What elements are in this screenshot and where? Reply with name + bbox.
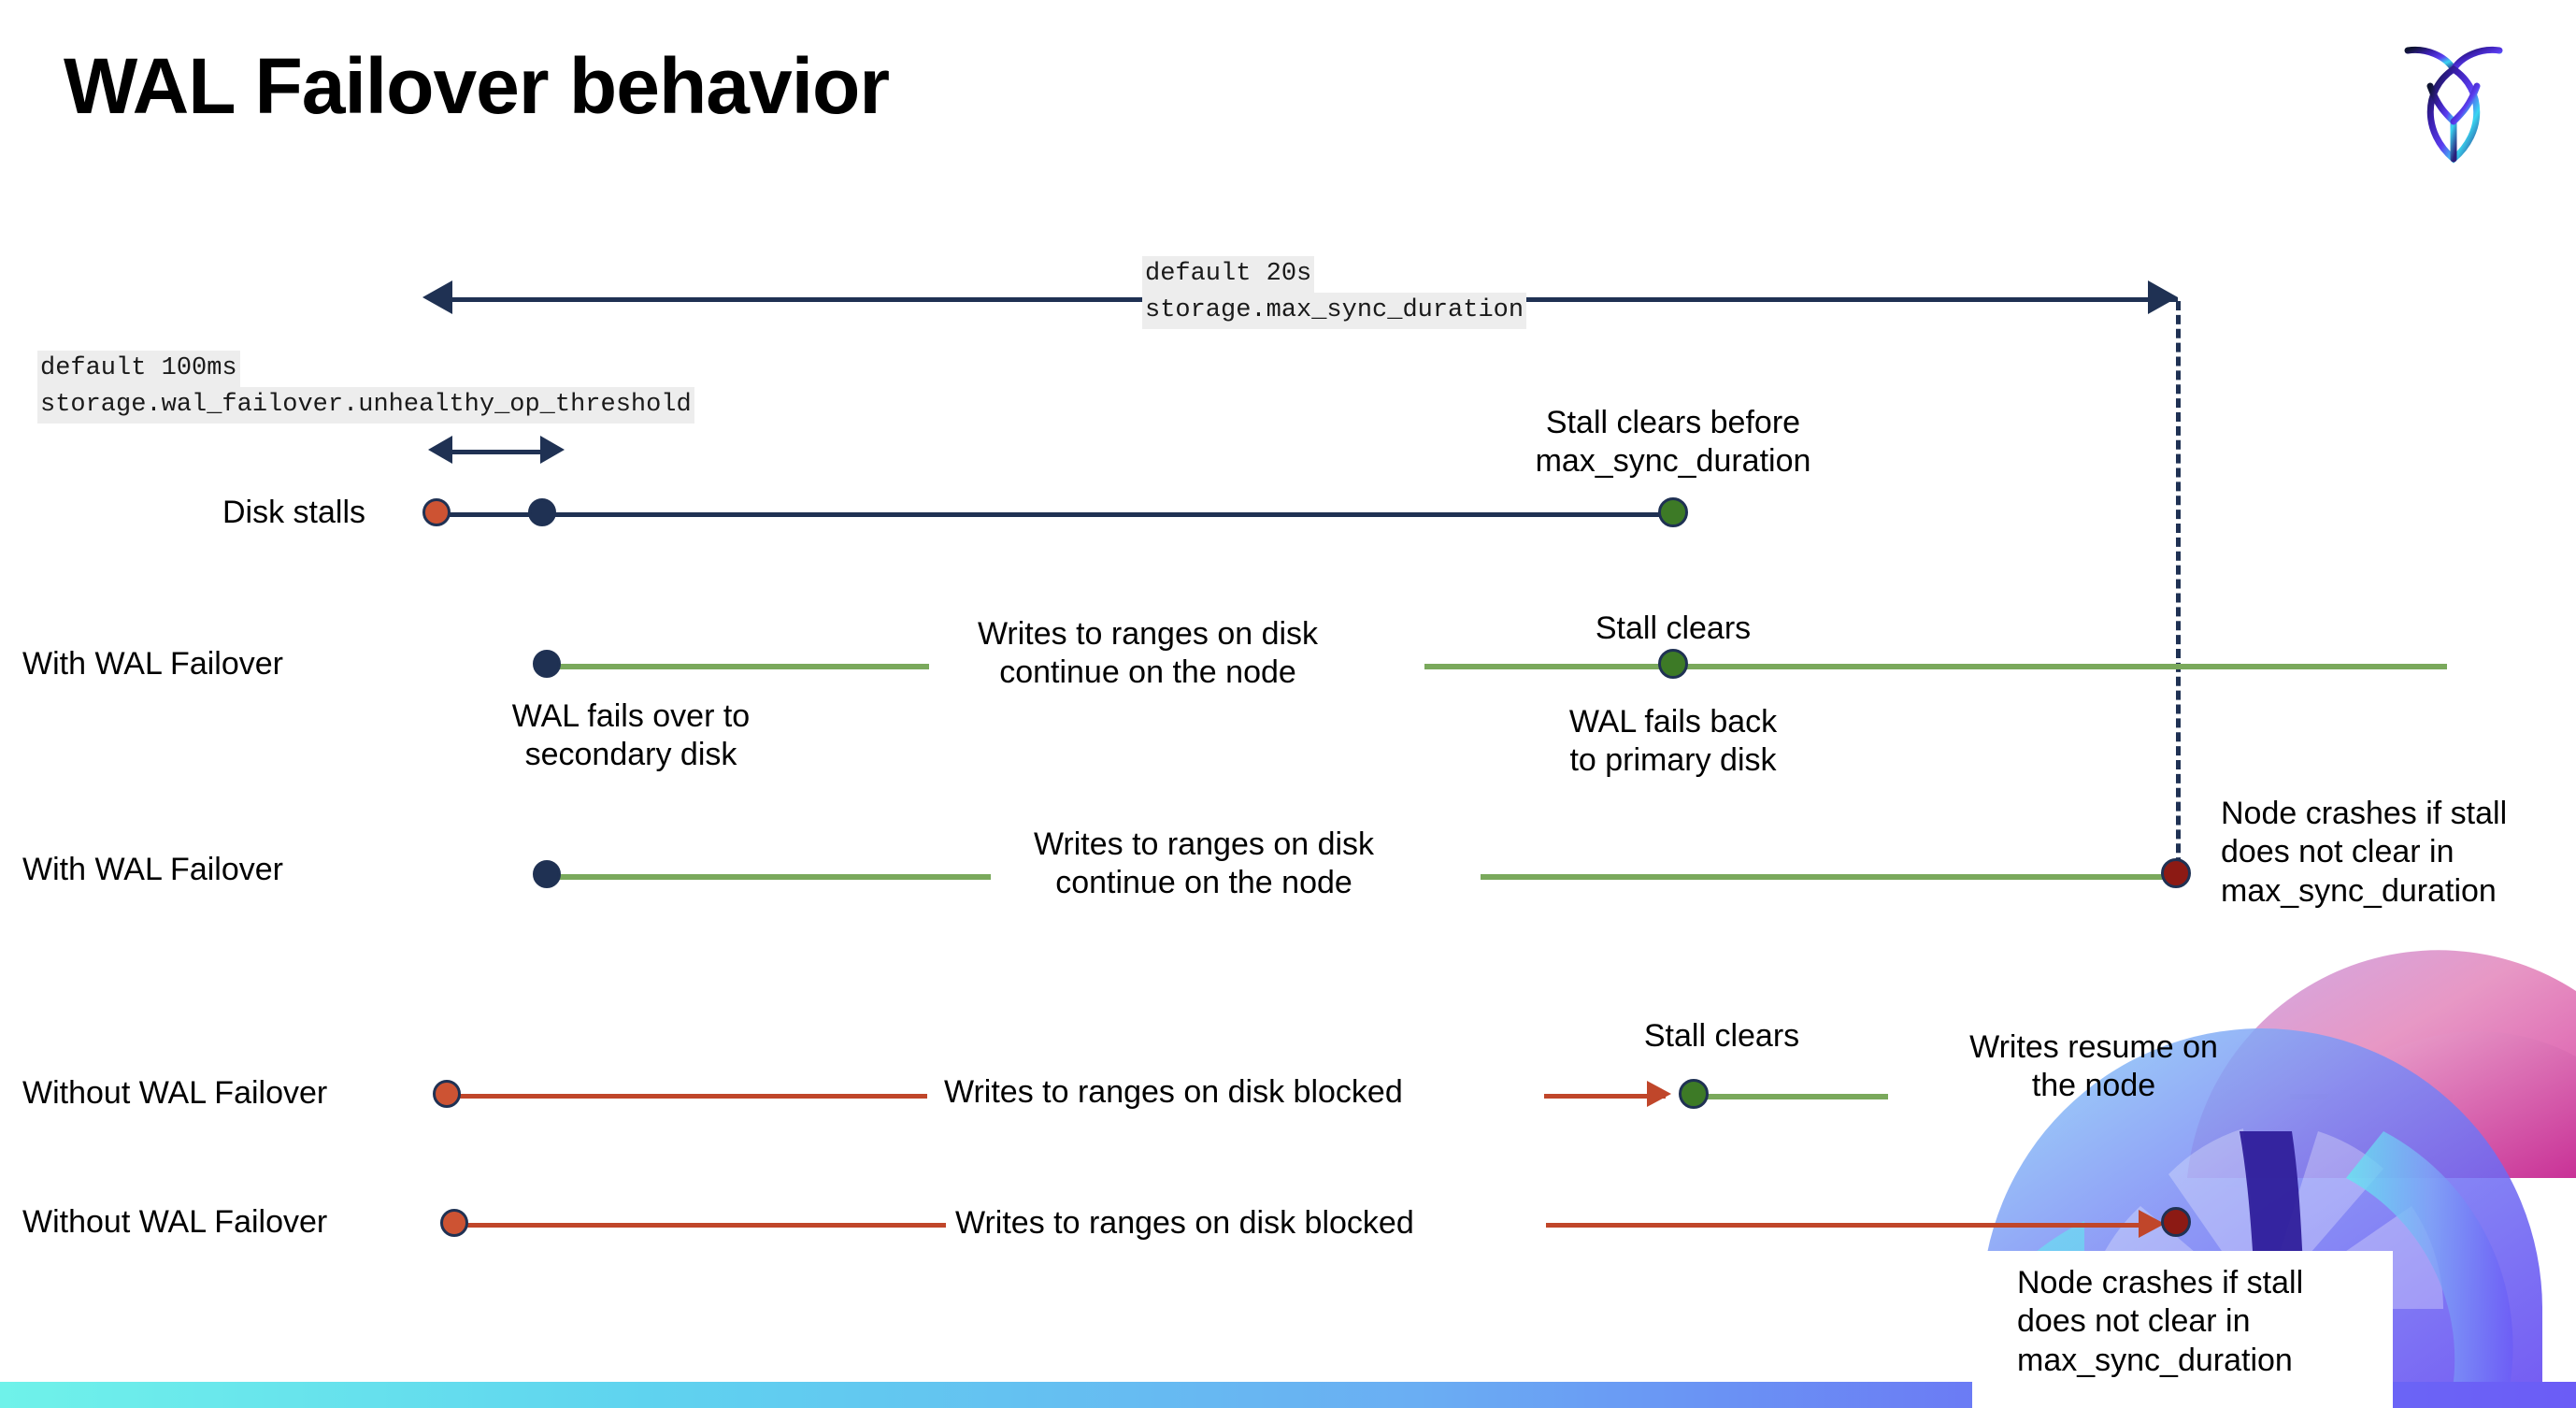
- max-sync-default-label: default 20s: [1142, 256, 1315, 294]
- row-label-with-wal-failover-1: With WAL Failover: [22, 646, 283, 682]
- page-title: WAL Failover behavior: [64, 42, 890, 130]
- row-label-disk-stalls: Disk stalls: [222, 495, 366, 530]
- wal-failover-1-line-segment-a: [548, 664, 929, 669]
- unhealthy-default-label: default 100ms: [37, 351, 240, 388]
- max-sync-left-arrowhead: [422, 280, 452, 314]
- unhealthy-left-arrowhead: [428, 436, 452, 464]
- note-writes-blocked-2: Writes to ranges on disk blocked: [955, 1205, 1414, 1241]
- note-node-crashes-2-text: Node crashes if stall does not clear in …: [2017, 1265, 2304, 1378]
- wal-failover-2-line-segment-b: [1481, 874, 2172, 880]
- note-writes-continue-2: Writes to ranges on disk continue on the…: [1033, 826, 1375, 901]
- note-stall-clears-before: Stall clears before max_sync_duration: [1535, 405, 1811, 480]
- without-wal-2-crash-dot: [2161, 1207, 2191, 1237]
- max-sync-duration-annotation: default 20s storage.max_sync_duration: [1142, 256, 1527, 330]
- without-wal-2-start-dot: [440, 1209, 468, 1237]
- without-wal-2-red-segment-b: [1546, 1223, 2155, 1228]
- note-writes-resume: Writes resume on the node: [1969, 1029, 2218, 1104]
- row-label-without-wal-failover-1: Without WAL Failover: [22, 1075, 328, 1111]
- without-wal-1-stall-clears-dot: [1679, 1079, 1709, 1109]
- disk-stall-detected-dot: [528, 498, 556, 526]
- note-wal-fails-over: WAL fails over to secondary disk: [511, 698, 751, 773]
- disk-stall-clears-dot: [1658, 497, 1688, 527]
- disk-stalls-timeline: [437, 512, 1671, 517]
- max-sync-dropline: [2176, 301, 2181, 881]
- without-wal-1-red-segment-a: [451, 1094, 927, 1099]
- note-wal-fails-back: WAL fails back to primary disk: [1568, 704, 1778, 779]
- unhealthy-threshold-span-line: [447, 450, 546, 454]
- disk-stall-start-dot: [422, 498, 451, 526]
- wal-failover-1-line-segment-b: [1424, 664, 2447, 669]
- wal-failover-2-crash-dot: [2161, 858, 2191, 888]
- without-wal-2-arrowhead: [2139, 1210, 2165, 1238]
- without-wal-1-green-segment: [1694, 1094, 1888, 1099]
- unhealthy-threshold-annotation: default 100ms storage.wal_failover.unhea…: [37, 351, 694, 424]
- max-sync-right-arrowhead: [2148, 280, 2178, 314]
- unhealthy-setting-label: storage.wal_failover.unhealthy_op_thresh…: [37, 387, 694, 424]
- note-stall-clears-2: Stall clears: [1643, 1018, 1800, 1054]
- note-writes-blocked-1: Writes to ranges on disk blocked: [944, 1074, 1403, 1110]
- wal-failover-1-stall-clears-dot: [1658, 649, 1688, 679]
- note-stall-clears-1: Stall clears: [1595, 611, 1752, 646]
- without-wal-2-red-segment-a: [460, 1223, 946, 1228]
- row-label-with-wal-failover-2: With WAL Failover: [22, 852, 283, 887]
- without-wal-1-arrowhead: [1647, 1081, 1671, 1107]
- without-wal-1-red-segment-b: [1544, 1094, 1666, 1099]
- note-writes-continue-1: Writes to ranges on disk continue on the…: [977, 616, 1319, 691]
- row-label-without-wal-failover-2: Without WAL Failover: [22, 1204, 328, 1240]
- without-wal-1-start-dot: [433, 1080, 461, 1108]
- note-node-crashes-1: Node crashes if stall does not clear in …: [2221, 796, 2508, 909]
- unhealthy-right-arrowhead: [540, 436, 565, 464]
- wal-failover-2-start-dot: [533, 860, 561, 888]
- cockroachdb-logo-icon: [2393, 28, 2514, 168]
- wal-failover-2-line-segment-a: [548, 874, 991, 880]
- wal-failover-1-start-dot: [533, 650, 561, 678]
- max-sync-setting-label: storage.max_sync_duration: [1142, 293, 1527, 330]
- node-crash-callout-card-overlay: [1972, 1251, 2393, 1408]
